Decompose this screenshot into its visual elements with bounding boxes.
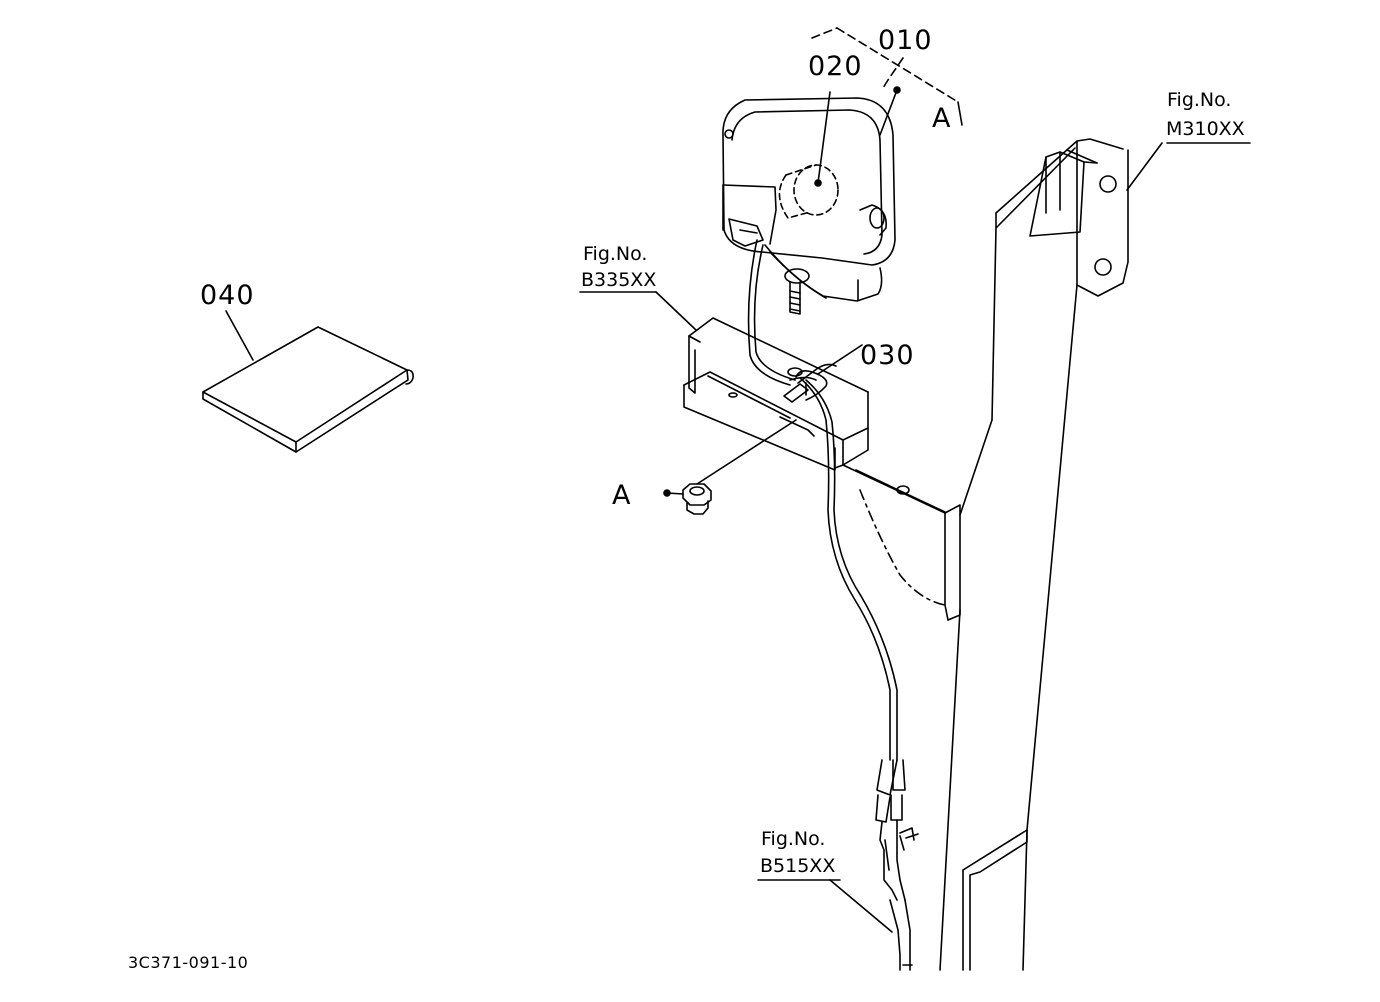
- figure-ref-b335-label: Fig.No.: [583, 243, 648, 265]
- figure-ref-m310-code: M310XX: [1166, 118, 1245, 140]
- callout-a-bottom: A: [612, 480, 632, 511]
- figure-ref-b515-label: Fig.No.: [761, 828, 826, 850]
- manual-sheet-part: [203, 311, 413, 452]
- part-number-030: 030: [860, 340, 915, 371]
- figure-ref-b335-code: B335XX: [581, 269, 657, 291]
- figure-ref-m310-label: Fig.No.: [1167, 89, 1232, 111]
- part-number-010: 010: [878, 25, 933, 56]
- flange-nut: [664, 420, 796, 514]
- work-lamp: [723, 98, 895, 314]
- cable-tie-part: [784, 345, 862, 402]
- vertical-post: [940, 139, 1128, 970]
- part-number-040: 040: [200, 280, 255, 311]
- part-number-020: 020: [808, 51, 863, 82]
- diagram-code: 3C371-091-10: [128, 953, 249, 972]
- wire-harness: [749, 240, 918, 970]
- callout-a-top: A: [932, 103, 952, 134]
- lamp-bracket: [684, 318, 960, 620]
- leader-lines: [580, 28, 1250, 932]
- figure-ref-b515-code: B515XX: [760, 855, 836, 877]
